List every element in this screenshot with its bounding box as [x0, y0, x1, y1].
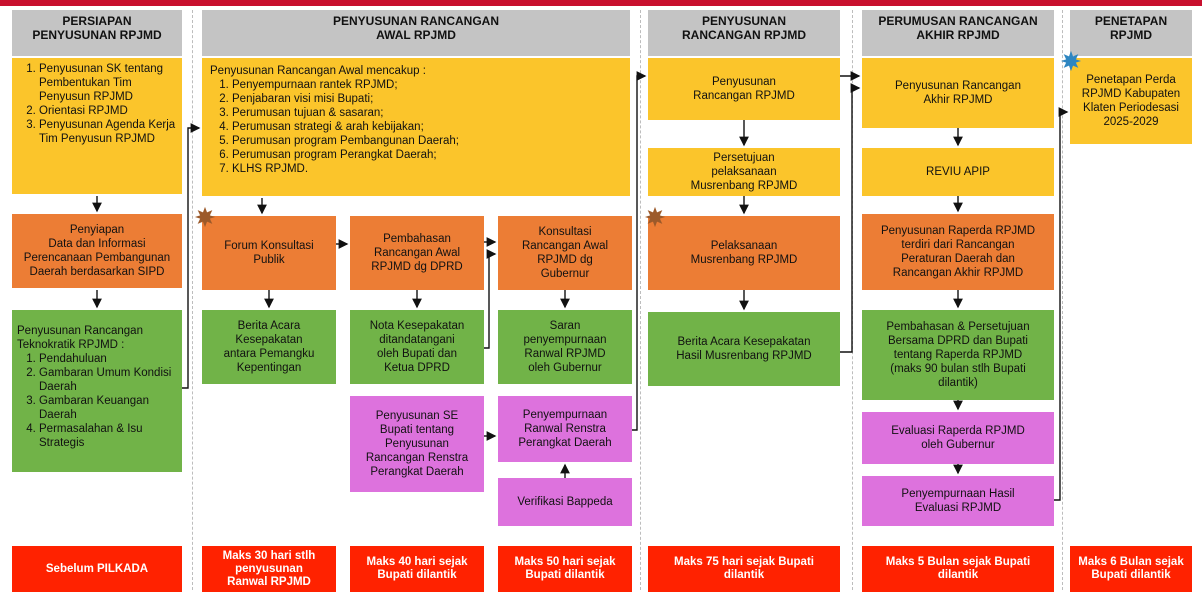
header-persiapan: PERSIAPAN PENYUSUNAN RPJMD	[12, 10, 182, 56]
teknokratik-intro: Penyusunan Rancangan Teknokratik RPJMD :	[17, 325, 143, 351]
penyusunan-rancangan-box: Penyusunan Rancangan RPJMD	[648, 58, 840, 120]
rancangan-awal-box: Penyusunan Rancangan Awal mencakup : Pen…	[202, 58, 630, 196]
rancangan-awal-list: Penyempurnaan rantek RPJMD;Penjabaran vi…	[210, 78, 459, 176]
column-divider	[1062, 10, 1063, 590]
list-item: Penyusunan SK tentang Pembentukan Tim Pe…	[39, 62, 177, 104]
list-item: Penyusunan Agenda Kerja Tim Penyusun RPJ…	[39, 118, 177, 146]
list-item: Orientasi RPJMD	[39, 104, 177, 118]
saran-gubernur-box: Saran penyempurnaan Ranwal RPJMD oleh Gu…	[498, 310, 632, 384]
data-info-box: Penyiapan Data dan Informasi Perencanaan…	[12, 214, 182, 288]
penyusunan-akhir-box: Penyusunan Rancangan Akhir RPJMD	[862, 58, 1054, 128]
brand-top-bar	[0, 0, 1202, 6]
berita-acara-musrenbang-box: Berita Acara Kesepakatan Hasil Musrenban…	[648, 312, 840, 386]
arrow	[484, 249, 497, 349]
pembahasan-dprd-box: Pembahasan Rancangan Awal RPJMD dg DPRD	[350, 216, 484, 290]
list-item: Penyempurnaan rantek RPJMD;	[232, 78, 459, 92]
list-item: Permasalahan & Isu Strategis	[39, 422, 177, 450]
nota-kesepakatan-box: Nota Kesepakatan ditandatangani oleh Bup…	[350, 310, 484, 384]
reviu-apip-box: REVIU APIP	[862, 148, 1054, 196]
verifikasi-bappeda-box: Verifikasi Bappeda	[498, 478, 632, 526]
milestone-star-icon	[1060, 50, 1082, 72]
arrow	[840, 83, 861, 353]
arrow	[1054, 107, 1069, 501]
penyempurnaan-renstra-box: Penyempurnaan Ranwal Renstra Perangkat D…	[498, 396, 632, 462]
milestone-star-icon	[194, 206, 216, 228]
forum-konsultasi-box: Forum Konsultasi Publik	[202, 216, 336, 290]
teknokratik-box: Penyusunan Rancangan Teknokratik RPJMD :…	[12, 310, 182, 472]
sk-list: Penyusunan SK tentang Pembentukan Tim Pe…	[17, 62, 177, 146]
list-item: Pendahuluan	[39, 352, 177, 366]
berita-acara-pemangku-box: Berita Acara Kesepakatan antara Pemangku…	[202, 310, 336, 384]
list-item: KLHS RPJMD.	[232, 162, 459, 176]
evaluasi-raperda-box: Evaluasi Raperda RPJMD oleh Gubernur	[862, 412, 1054, 464]
list-item: Perumusan strategi & arah kebijakan;	[232, 120, 459, 134]
list-item: Perumusan program Pembangunan Daerah;	[232, 134, 459, 148]
persetujuan-musrenbang-box: Persetujuan pelaksanaan Musrenbang RPJMD	[648, 148, 840, 196]
list-item: Penjabaran visi misi Bupati;	[232, 92, 459, 106]
list-item: Gambaran Umum Kondisi Daerah	[39, 366, 177, 394]
rancangan-awal-intro: Penyusunan Rancangan Awal mencakup :	[210, 65, 426, 77]
arrow	[182, 123, 201, 389]
raperda-box: Penyusunan Raperda RPJMD terdiri dari Ra…	[862, 214, 1054, 290]
deadline-penetapan: Maks 6 Bulan sejak Bupati dilantik	[1070, 546, 1192, 592]
teknokratik-list: PendahuluanGambaran Umum Kondisi DaerahG…	[17, 352, 177, 450]
arrow	[632, 71, 647, 431]
list-item: Perumusan program Perangkat Daerah;	[232, 148, 459, 162]
deadline-konsultasi: Maks 50 hari sejak Bupati dilantik	[498, 546, 632, 592]
column-divider	[640, 10, 641, 590]
deadline-persiapan: Sebelum PILKADA	[12, 546, 182, 592]
deadline-forum: Maks 30 hari stlh penyusunan Ranwal RPJM…	[202, 546, 336, 592]
deadline-pembahasan: Maks 40 hari sejak Bupati dilantik	[350, 546, 484, 592]
header-rancangan: PENYUSUNAN RANCANGAN RPJMD	[648, 10, 840, 56]
deadline-rancangan-akhir: Maks 5 Bulan sejak Bupati dilantik	[862, 546, 1054, 592]
header-penetapan: PENETAPAN RPJMD	[1070, 10, 1192, 56]
pelaksanaan-musrenbang-box: Pelaksanaan Musrenbang RPJMD	[648, 216, 840, 290]
list-item: Perumusan tujuan & sasaran;	[232, 106, 459, 120]
pembahasan-persetujuan-box: Pembahasan & Persetujuan Bersama DPRD da…	[862, 310, 1054, 400]
penetapan-perda-box: Penetapan Perda RPJMD Kabupaten Klaten P…	[1070, 58, 1192, 144]
column-divider	[192, 10, 193, 590]
milestone-star-icon	[644, 206, 666, 228]
header-rancangan-akhir: PERUMUSAN RANCANGAN AKHIR RPJMD	[862, 10, 1054, 56]
deadline-musrenbang: Maks 75 hari sejak Bupati dilantik	[648, 546, 840, 592]
sk-tim-box: Penyusunan SK tentang Pembentukan Tim Pe…	[12, 58, 182, 194]
penyempurnaan-evaluasi-box: Penyempurnaan Hasil Evaluasi RPJMD	[862, 476, 1054, 526]
list-item: Gambaran Keuangan Daerah	[39, 394, 177, 422]
konsultasi-gubernur-box: Konsultasi Rancangan Awal RPJMD dg Guber…	[498, 216, 632, 290]
se-bupati-box: Penyusunan SE Bupati tentang Penyusunan …	[350, 396, 484, 492]
header-rancangan-awal: PENYUSUNAN RANCANGAN AWAL RPJMD	[202, 10, 630, 56]
